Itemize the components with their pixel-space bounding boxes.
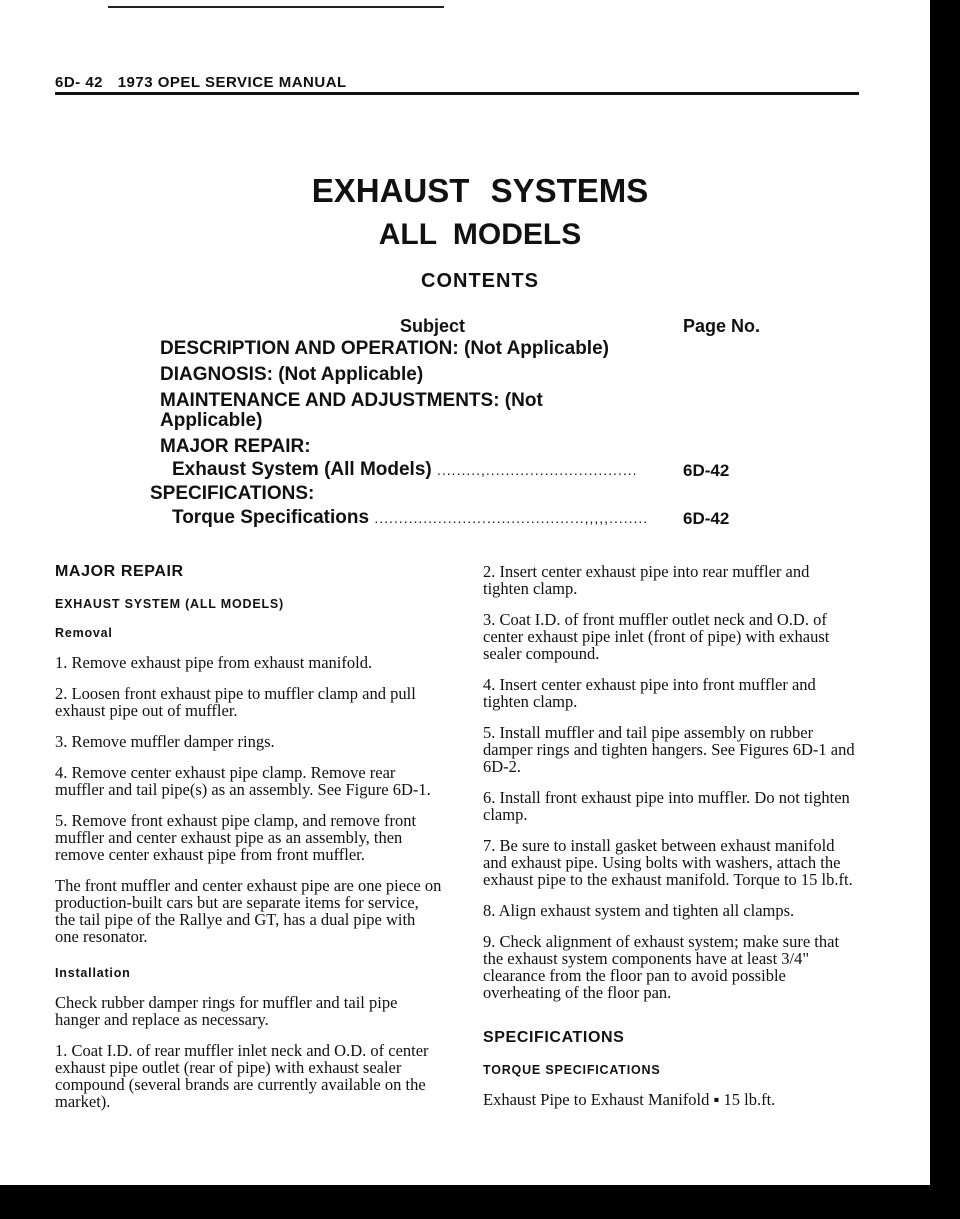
torque-spec-line: Exhaust Pipe to Exhaust Manifold ▪ 15 lb… xyxy=(483,1090,776,1109)
document-title: EXHAUST SYSTEMS xyxy=(311,172,649,209)
installation-intro: Check rubber damper rings for muffler an… xyxy=(55,993,398,1029)
toc-entry-maintenance-cont: Applicable) xyxy=(160,410,263,431)
installation-step: 1. Coat I.D. of rear muffler inlet neck … xyxy=(55,1041,429,1111)
toc-entry-maintenance: MAINTENANCE AND ADJUSTMENTS: (Not xyxy=(160,390,543,411)
installation-label: Installation xyxy=(55,966,131,980)
contents-heading: CONTENTS xyxy=(421,270,539,292)
torque-subheading: TORQUE SPECIFICATIONS xyxy=(483,1063,661,1077)
specifications-heading: SPECIFICATIONS xyxy=(483,1029,625,1046)
toc-page-torque: 6D-42 xyxy=(683,509,730,528)
installation-step: 6. Install front exhaust pipe into muffl… xyxy=(483,788,850,824)
header-rule xyxy=(55,92,859,95)
toc-entry-specifications: SPECIFICATIONS: xyxy=(150,483,315,504)
installation-step: 3. Coat I.D. of front muffler outlet nec… xyxy=(483,610,830,663)
removal-step: 2. Loosen front exhaust pipe to muffler … xyxy=(55,684,416,720)
toc-entry-description: DESCRIPTION AND OPERATION: (Not Applicab… xyxy=(160,338,609,359)
toc-entry-major-repair: MAJOR REPAIR: xyxy=(160,436,311,457)
toc-leader-dots: .........,..............................… xyxy=(437,462,638,478)
toc-subject-label: Subject xyxy=(400,316,466,336)
right-column: 2. Insert center exhaust pipe into rear … xyxy=(483,563,858,1122)
subsection-heading: EXHAUST SYSTEM (ALL MODELS) xyxy=(55,597,285,611)
removal-step: 3. Remove muffler damper rings. xyxy=(55,732,275,751)
section-heading: MAJOR REPAIR xyxy=(55,563,184,580)
toc-entry-label: Exhaust System (All Models) xyxy=(172,459,432,480)
page-header: 6D- 42 1973 OPEL SERVICE MANUAL xyxy=(55,74,347,91)
installation-step: 4. Insert center exhaust pipe into front… xyxy=(483,675,816,711)
installation-step: 8. Align exhaust system and tighten all … xyxy=(483,901,795,920)
removal-step: 5. Remove front exhaust pipe clamp, and … xyxy=(55,811,417,864)
toc-entry-exhaust-system: Exhaust System (All Models) .........,..… xyxy=(172,459,638,481)
installation-step: 9. Check alignment of exhaust system; ma… xyxy=(483,932,840,1002)
document-subtitle: ALL MODELS xyxy=(378,218,582,251)
toc-entry-diagnosis: DIAGNOSIS: (Not Applicable) xyxy=(160,364,424,385)
installation-step: 7. Be sure to install gasket between exh… xyxy=(483,836,853,889)
toc-page-label: Page No. xyxy=(683,316,761,336)
service-note: The front muffler and center exhaust pip… xyxy=(55,876,442,946)
left-column: MAJOR REPAIR EXHAUST SYSTEM (ALL MODELS)… xyxy=(55,563,443,1124)
installation-step: 5. Install muffler and tail pipe assembl… xyxy=(483,723,855,776)
removal-step: 1. Remove exhaust pipe from exhaust mani… xyxy=(55,653,373,672)
removal-label: Removal xyxy=(55,626,113,640)
scan-border-bottom xyxy=(0,1185,960,1219)
top-rule xyxy=(108,6,444,8)
toc-entry-label: Torque Specifications xyxy=(172,507,370,528)
toc-leader-dots: ........................................… xyxy=(374,510,649,526)
installation-step: 2. Insert center exhaust pipe into rear … xyxy=(483,562,810,598)
toc-page-exhaust: 6D-42 xyxy=(683,461,730,480)
page-number: 6D- 42 xyxy=(55,74,104,91)
toc-entry-torque: Torque Specifications ..................… xyxy=(172,507,648,529)
scan-border-right xyxy=(930,0,960,1219)
manual-title: 1973 OPEL SERVICE MANUAL xyxy=(117,74,347,91)
removal-step: 4. Remove center exhaust pipe clamp. Rem… xyxy=(55,763,431,799)
